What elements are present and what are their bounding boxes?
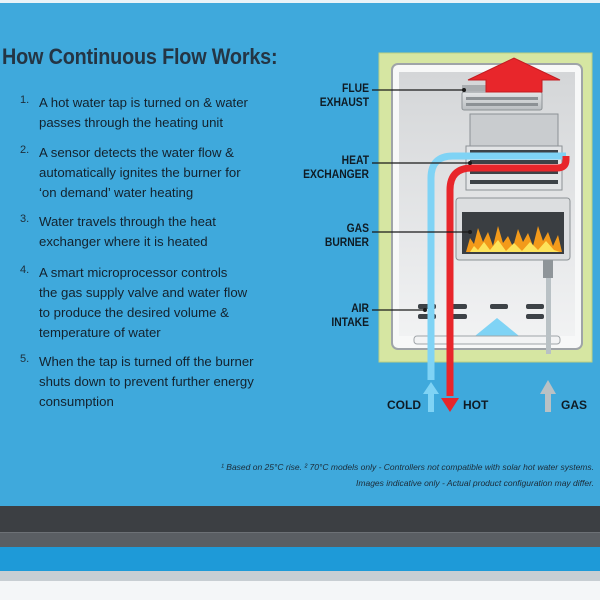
- water-heater-diagram: FLUE EXHAUST HEAT EXCHANGER GAS BURNER A…: [303, 52, 593, 412]
- step-text: A sensor detects the water flow & automa…: [39, 143, 301, 203]
- step-number: 3.: [20, 213, 30, 225]
- footnote: ¹ Based on 25°C rise. ² 70°C models only…: [150, 459, 594, 491]
- step-line: the gas supply valve and water flow: [39, 285, 248, 300]
- step-line: consumption: [39, 394, 114, 409]
- exhaust-arrow-icon: [467, 57, 561, 93]
- gas-burner: [455, 197, 571, 261]
- info-panel: How Continuous Flow Works: 1. A hot wate…: [0, 0, 600, 506]
- label-exhaust: EXHAUST: [320, 96, 369, 109]
- label-burner: BURNER: [325, 236, 369, 249]
- label-hot: HOT: [463, 398, 489, 412]
- air-intake-arrow-icon: [470, 318, 524, 340]
- step-line: shuts down to prevent further energy: [39, 374, 254, 389]
- gas-arrow-icon: [540, 380, 556, 394]
- step-text: A hot water tap is turned on & water pas…: [39, 93, 301, 133]
- gas-pipe: [540, 260, 556, 412]
- cold-water-pipe: [427, 152, 566, 380]
- label-cold: COLD: [387, 398, 421, 412]
- step-line: automatically ignites the burner for: [39, 165, 241, 180]
- flame-icon: [466, 226, 562, 252]
- footer-band-dark: [0, 506, 600, 532]
- step-number: 5.: [20, 353, 30, 365]
- step-line: exchanger where it is heated: [39, 234, 208, 249]
- label-gas-inlet: GAS: [561, 398, 587, 412]
- step-line: A smart microprocessor controls: [39, 265, 228, 280]
- step-number: 1.: [20, 94, 30, 106]
- footnote-line-1: ¹ Based on 25°C rise. ² 70°C models only…: [221, 462, 594, 472]
- step-text: When the tap is turned off the burner sh…: [39, 352, 301, 412]
- hot-water-pipe: [446, 156, 570, 396]
- footer-band-grey: [0, 532, 600, 547]
- step-line: to produce the desired volume &: [39, 305, 229, 320]
- label-intake: INTAKE: [331, 316, 369, 329]
- step-line: passes through the heating unit: [39, 115, 224, 130]
- step-text: A smart microprocessor controls the gas …: [39, 263, 301, 343]
- heat-exchanger: [465, 113, 563, 191]
- footer-band-blue: [0, 547, 600, 571]
- step-number: 4.: [20, 264, 30, 276]
- footnote-line-2: Images indicative only - Actual product …: [356, 478, 594, 488]
- page-title: How Continuous Flow Works:: [2, 44, 278, 69]
- label-heat: HEAT: [342, 154, 369, 167]
- step-line: Water travels through the heat: [39, 214, 216, 229]
- flue-exhaust: [461, 57, 561, 111]
- label-flue: FLUE: [342, 82, 369, 95]
- step-line: When the tap is turned off the burner: [39, 354, 254, 369]
- footer-band-light: [0, 571, 600, 581]
- step-number: 2.: [20, 144, 30, 156]
- label-gas: GAS: [347, 222, 370, 235]
- step-line: A sensor detects the water flow &: [39, 145, 234, 160]
- top-edge: [0, 0, 600, 3]
- cold-arrow-icon: [423, 382, 439, 394]
- next-page-edge: [0, 581, 600, 600]
- step-line: ‘on demand’ water heating: [39, 185, 194, 200]
- step-text: Water travels through the heat exchanger…: [39, 212, 301, 252]
- label-air: AIR: [351, 302, 369, 315]
- step-line: temperature of water: [39, 325, 161, 340]
- step-line: A hot water tap is turned on & water: [39, 95, 248, 110]
- label-exchanger: EXCHANGER: [303, 168, 369, 181]
- hot-arrow-icon: [441, 398, 459, 412]
